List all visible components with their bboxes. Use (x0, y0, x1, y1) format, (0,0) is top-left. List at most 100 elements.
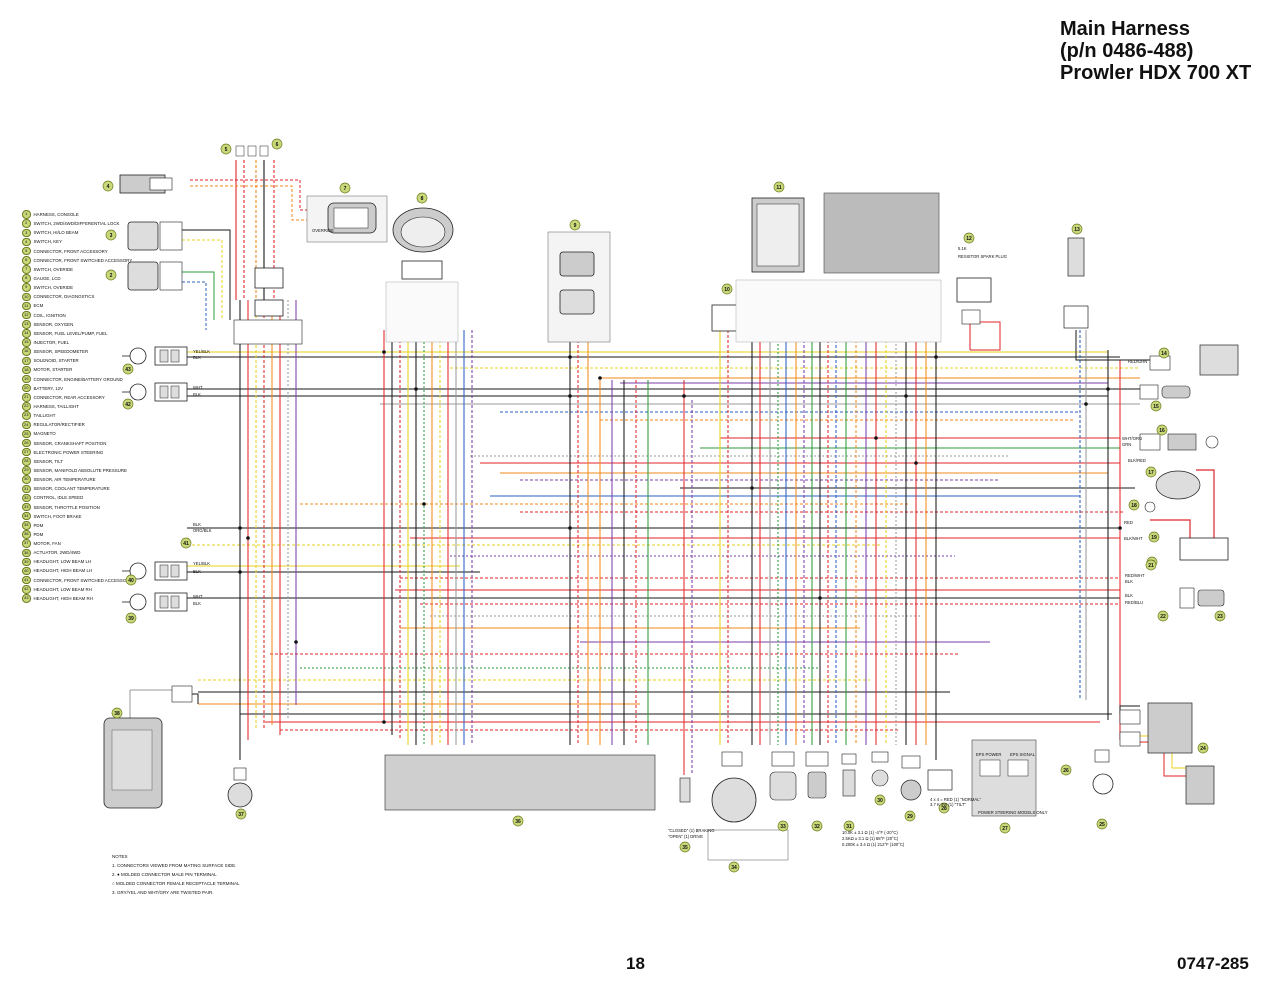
hi-lo-switch-3 (127, 221, 183, 251)
diff-switch-2 (127, 261, 183, 291)
legend-label: HEADLIGHT, LOW BEAM RH (33, 586, 92, 592)
callout-circle (105, 229, 117, 241)
battery-20 (1179, 537, 1229, 561)
headlight-40 (122, 561, 188, 581)
wire-label-blk-40: BLK (193, 569, 201, 574)
callout-number: 3 (110, 233, 113, 239)
note-1: 1. CONNECTORS VIEWED FROM MATING SURFACE… (112, 863, 237, 868)
note-2b: ○ MOLDED CONNECTOR FEMALE RECEPTACLE TER… (112, 881, 240, 886)
legend-label: HARNESS, TAILLIGHT (33, 403, 79, 409)
splice-node (904, 394, 908, 398)
callout-circle (271, 138, 283, 150)
legend-label: CONTROL, IDLE SPEED (33, 495, 84, 501)
override-switch-9 (547, 231, 611, 343)
callout-circle (1158, 347, 1170, 359)
callout-circle (1150, 400, 1162, 412)
headlight-43 (122, 346, 188, 366)
splice-node (1118, 526, 1122, 530)
wire-group (129, 160, 1215, 777)
callout-circle (999, 822, 1011, 834)
legend-label: MOTOR, FAN (33, 541, 61, 547)
legend-label: SENSOR, MANIFOLD ABSOLUTE PRESSURE (33, 467, 127, 473)
legend-number: 22 (22, 402, 31, 411)
callout-number: 4 (107, 184, 110, 190)
ignition-coil-12 (956, 277, 992, 325)
splice-node (382, 350, 386, 354)
diagram-title: Main Harness (p/n 0486-488) Prowler HDX … (1060, 18, 1270, 84)
callout-circle (235, 808, 247, 820)
legend-number: 11 (22, 301, 31, 311)
legend-number: 15 (22, 338, 31, 347)
splice-node (382, 720, 386, 724)
splice-node (682, 394, 686, 398)
callout-circle (938, 802, 950, 814)
callout-number: 37 (238, 812, 244, 818)
override-note: OVERRIDE (312, 228, 334, 233)
wire-label-redblk-17: BLK/RED (1128, 458, 1146, 463)
wire (182, 281, 207, 330)
callout-circle (1128, 499, 1140, 511)
callout-circle (105, 269, 117, 281)
splice-node (238, 526, 242, 530)
temp-note-2: 2.5KΩ ± 3.1 Ω (1) 68°F (20°C) (842, 836, 899, 841)
callout-number: 6 (276, 142, 279, 148)
legend-label: PDM (33, 531, 44, 537)
wire (1075, 330, 1150, 361)
legend-label: TAILLIGHT (33, 413, 56, 419)
callout-circle (102, 180, 114, 192)
temp-note-1: 10.0K ± 3.1 Ω (1) -4°F (-20°C) (842, 830, 898, 835)
splice-node (1084, 402, 1088, 406)
legend-number: 14 (22, 329, 31, 338)
callout-number: 26 (1063, 768, 1069, 774)
splice-node (414, 387, 418, 391)
splice-node (1106, 387, 1110, 391)
legend-label: ELECTRONIC POWER STEERING (33, 449, 104, 455)
callout-circle (904, 810, 916, 822)
splice-nodes (238, 350, 1122, 724)
splice-node (568, 355, 572, 359)
legend-number: 43 (22, 594, 31, 603)
map-sensor-29 (900, 755, 922, 801)
callout-number: 24 (1200, 746, 1206, 752)
legend-label: SENSOR, AIR TEMPERATURE (33, 477, 96, 483)
spark-gap: 5.1K (958, 246, 967, 251)
legend-label: HEADLIGHT, HIGH BEAM LH (33, 568, 93, 574)
splice-node (818, 596, 822, 600)
title-line-3: Prowler HDX 700 XT (1060, 62, 1252, 84)
magneto-25 (1092, 749, 1114, 795)
callout-circle (416, 192, 428, 204)
wire-label-blkwht-19: BLK/WHT (1124, 536, 1143, 541)
callout-number: 13 (1074, 227, 1080, 233)
legend-number: 25 (22, 429, 31, 439)
legend-number: 34 (22, 511, 31, 521)
page-number: 18 (626, 954, 645, 973)
notes-heading: NOTES (112, 854, 128, 859)
callout-number: 22 (1160, 614, 1166, 620)
annotation-text-group: EPS POWER EPS SIGNAL POWER STEERING MODE… (193, 228, 1147, 847)
callout-circle (811, 820, 823, 832)
legend-number: 12 (22, 310, 31, 320)
callout-number: 25 (1099, 822, 1105, 828)
legend-number: 40 (22, 566, 31, 576)
legend-number: 4 (22, 237, 31, 247)
legend-number: 17 (22, 356, 31, 366)
wire-label-blk-42: BLK (193, 392, 201, 397)
starter-solenoid-17 (1155, 470, 1201, 500)
legend-label: HARNESS, CONSOLE (33, 212, 79, 217)
title-line-2: (p/n 0486-488) (1060, 40, 1194, 62)
